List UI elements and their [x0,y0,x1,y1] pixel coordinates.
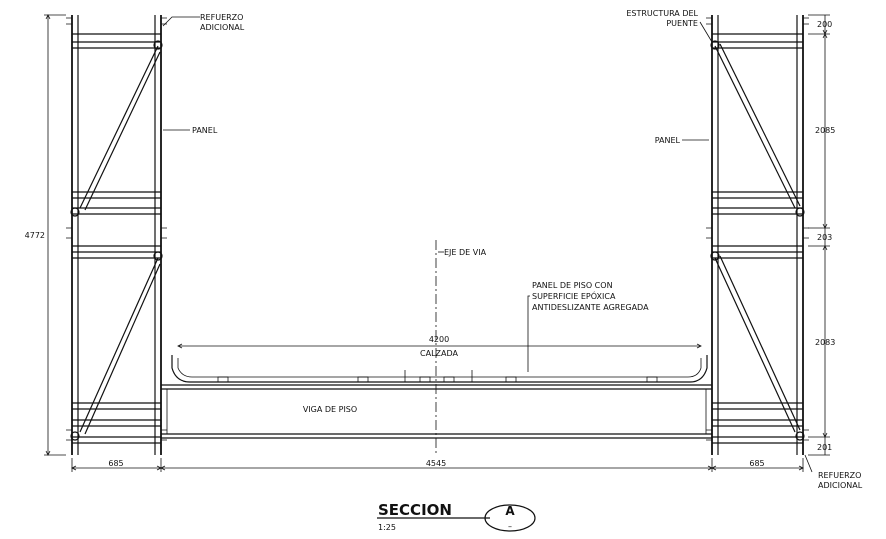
callout-letter: A [505,504,515,518]
dim-right-201: 201 [817,443,832,452]
dim-bottom-right: 685 [749,459,764,468]
refuerzo-top-line1: REFUERZO [200,13,243,22]
panel-piso-line1: PANEL DE PISO CON [532,281,613,290]
dim-width-calzada: 4200 [429,335,449,344]
section-title: SECCION [378,501,452,519]
callout-sub: – [508,522,512,531]
eje-de-via-label: EJE DE VIA [444,248,487,257]
leader-lines [162,16,813,473]
estructura-line2: PUENTE [666,19,698,28]
dimension-lines [44,14,830,472]
viga-de-piso-label: VIGA DE PISO [303,405,357,414]
section-callout [484,504,536,532]
panel-piso-line3: ANTIDESLIZANTE AGREGADA [532,303,649,312]
refuerzo-bottom-line1: REFUERZO [818,471,861,480]
panel-right-label: PANEL [655,136,681,145]
dim-total-height: 4772 [25,231,45,240]
panel-piso-line2: SUPERFICIE EPÓXICA [532,290,616,301]
title-block: SECCION 1:25 A – [377,501,536,532]
estructura-line1: ESTRUCTURA DEL [626,9,698,18]
floor-deck [161,355,712,439]
calzada-label: CALZADA [420,349,458,358]
dim-right-203: 203 [817,233,832,242]
dim-right-2085: 2085 [815,126,835,135]
dim-right-200: 200 [817,20,832,29]
right-truss-panel [706,15,809,455]
dim-bottom-left: 685 [108,459,123,468]
section-scale: 1:25 [378,523,396,532]
refuerzo-top-line2: ADICIONAL [200,23,245,32]
panel-left-label: PANEL [192,126,218,135]
refuerzo-bottom-line2: ADICIONAL [818,481,863,490]
dim-right-2083: 2083 [815,338,835,347]
left-truss-panel [66,15,167,455]
dim-bottom-mid: 4545 [426,459,446,468]
